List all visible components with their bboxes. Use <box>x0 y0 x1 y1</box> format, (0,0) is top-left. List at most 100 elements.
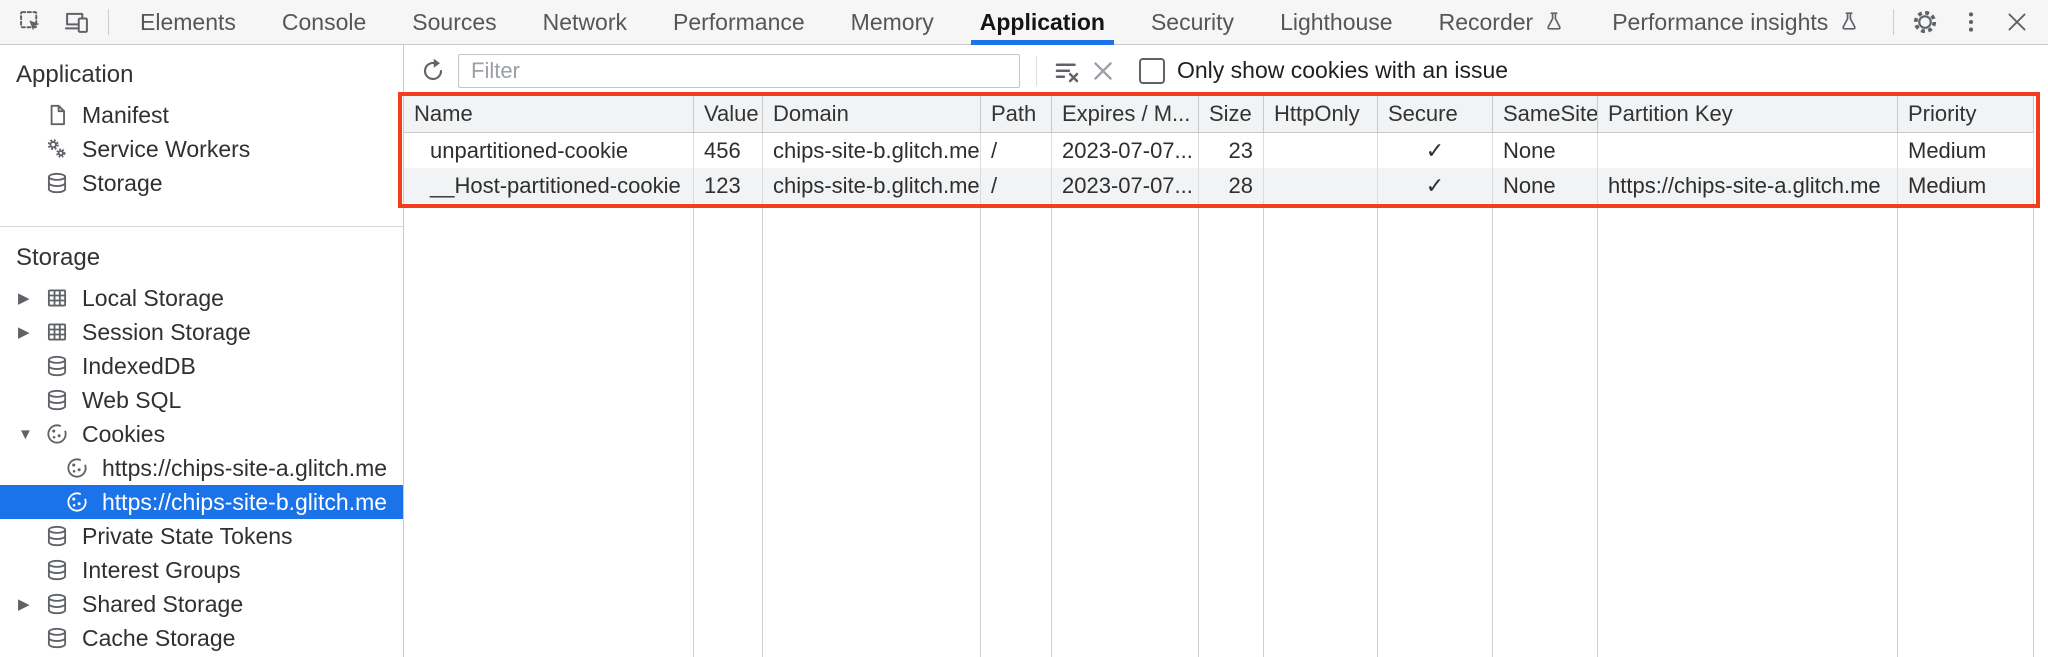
empty-grid-cell <box>763 203 981 657</box>
inspect-cursor-icon <box>20 11 40 31</box>
tab-performance[interactable]: Performance <box>650 0 828 45</box>
database-icon <box>44 625 70 651</box>
sidebar-item-indexeddb[interactable]: IndexedDB <box>0 349 403 383</box>
tab-application[interactable]: Application <box>957 0 1128 45</box>
sidebar-item-cache-storage[interactable]: Cache Storage <box>0 621 403 655</box>
section-title-application: Application <box>16 61 134 88</box>
clear-filter-button[interactable] <box>1049 53 1085 89</box>
toolbar-divider <box>108 9 109 35</box>
sidebar-item-label: Private State Tokens <box>82 522 293 549</box>
chevron-right-icon[interactable]: ▶ <box>18 290 30 307</box>
chevron-right-icon[interactable]: ▶ <box>18 324 30 341</box>
sidebar-item-label: Shared Storage <box>82 590 244 617</box>
sidebar-section-storage: Storage ▶ Local Storage ▶ Session Storag… <box>0 226 403 655</box>
database-icon <box>44 557 70 583</box>
tab-label: Elements <box>140 8 236 35</box>
sidebar-item-manifest[interactable]: Manifest <box>0 98 403 132</box>
empty-grid-cell <box>981 203 1052 657</box>
tab-label: Lighthouse <box>1280 8 1393 35</box>
sidebar-section-application: Application Manifest <box>0 45 403 200</box>
section-title-storage: Storage <box>16 244 101 271</box>
tab-security[interactable]: Security <box>1128 0 1257 45</box>
document-icon <box>44 102 70 128</box>
column-header-httponly[interactable]: HttpOnly <box>1264 96 1378 133</box>
empty-grid-cell <box>1052 203 1199 657</box>
kebab-menu-icon <box>1968 12 1974 32</box>
sidebar-item-storage[interactable]: Storage <box>0 166 403 200</box>
column-header-priority[interactable]: Priority <box>1898 96 2034 133</box>
sidebar-item-label: Web SQL <box>82 386 182 413</box>
tab-memory[interactable]: Memory <box>828 0 957 45</box>
sidebar-item-label: https://chips-site-a.glitch.me <box>102 454 388 481</box>
cell-secure-checkmark: ✓ <box>1378 168 1493 203</box>
sidebar-item-web-sql[interactable]: Web SQL <box>0 383 403 417</box>
cell-httponly <box>1264 133 1378 168</box>
tab-recorder[interactable]: Recorder <box>1416 0 1590 45</box>
only-issue-cookies-label[interactable]: Only show cookies with an issue <box>1177 57 1509 83</box>
refresh-button[interactable] <box>412 52 454 90</box>
settings-button[interactable] <box>1902 4 1948 40</box>
toolbar-divider <box>1036 55 1037 86</box>
column-header-samesite[interactable]: SameSite <box>1493 96 1598 133</box>
sidebar-item-label: Cache Storage <box>82 624 236 651</box>
column-header-path[interactable]: Path <box>981 96 1052 133</box>
tab-lighthouse[interactable]: Lighthouse <box>1257 0 1416 45</box>
database-icon <box>44 523 70 549</box>
toolbar-divider <box>1893 9 1894 35</box>
column-header-domain[interactable]: Domain <box>763 96 981 133</box>
cookie-icon <box>44 421 70 447</box>
panel-tabs: Elements Console Sources Network Perform… <box>117 0 1884 45</box>
tab-console[interactable]: Console <box>259 0 389 45</box>
gear-icon <box>1913 10 1937 34</box>
sidebar-item-private-state-tokens[interactable]: Private State Tokens <box>0 519 403 553</box>
sidebar-item-shared-storage[interactable]: ▶ Shared Storage <box>0 587 403 621</box>
column-header-value[interactable]: Value <box>694 96 763 133</box>
empty-grid-cell <box>1898 203 2034 657</box>
sidebar-item-cookie-origin-a[interactable]: https://chips-site-a.glitch.me <box>0 451 403 485</box>
more-options-button[interactable] <box>1948 4 1994 40</box>
tab-network[interactable]: Network <box>520 0 650 45</box>
cell-domain: chips-site-b.glitch.me <box>763 133 981 168</box>
empty-grid-cell <box>1598 203 1898 657</box>
cookies-table: Name Value Domain Path Expires / M... Si… <box>404 96 2034 657</box>
column-header-partition-key[interactable]: Partition Key <box>1598 96 1898 133</box>
sidebar-item-label: https://chips-site-b.glitch.me <box>102 488 388 515</box>
sidebar-item-service-workers[interactable]: Service Workers <box>0 132 403 166</box>
empty-grid-cell <box>1493 203 1598 657</box>
sidebar-item-session-storage[interactable]: ▶ Session Storage <box>0 315 403 349</box>
tab-performance-insights[interactable]: Performance insights <box>1589 0 1884 45</box>
delete-all-cookies-button[interactable] <box>1085 53 1121 89</box>
close-devtools-button[interactable] <box>1994 4 2040 40</box>
sidebar-item-label: Local Storage <box>82 284 224 311</box>
inspect-element-button[interactable] <box>8 4 54 40</box>
tab-sources[interactable]: Sources <box>389 0 519 45</box>
cell-name: __Host-partitioned-cookie <box>404 168 694 203</box>
sidebar-item-label: Session Storage <box>82 318 251 345</box>
cell-expires: 2023-07-07... <box>1052 168 1199 203</box>
database-icon <box>44 591 70 617</box>
cell-size: 28 <box>1199 168 1264 203</box>
column-header-expires[interactable]: Expires / M... <box>1052 96 1199 133</box>
tab-elements[interactable]: Elements <box>117 0 259 45</box>
toggle-device-toolbar-button[interactable] <box>54 4 100 40</box>
cell-path: / <box>981 133 1052 168</box>
only-issue-cookies-checkbox[interactable] <box>1139 57 1165 84</box>
chevron-down-icon[interactable]: ▼ <box>18 425 33 443</box>
cell-partition-key <box>1598 133 1898 168</box>
sidebar-item-local-storage[interactable]: ▶ Local Storage <box>0 281 403 315</box>
cell-value: 456 <box>694 133 763 168</box>
application-panel: Application Manifest <box>0 45 2048 657</box>
sidebar-item-interest-groups[interactable]: Interest Groups <box>0 553 403 587</box>
close-icon <box>2008 13 2026 31</box>
chevron-right-icon[interactable]: ▶ <box>18 596 30 613</box>
sidebar-item-cookies[interactable]: ▼ Cookies <box>0 417 403 451</box>
cookie-filter-input[interactable] <box>458 53 1020 88</box>
column-header-name[interactable]: Name <box>404 96 694 133</box>
tab-label: Performance insights <box>1612 8 1829 35</box>
database-icon <box>44 170 70 196</box>
column-header-secure[interactable]: Secure <box>1378 96 1493 133</box>
devtools-tabbar: Elements Console Sources Network Perform… <box>0 0 2048 45</box>
sidebar-item-cookie-origin-b-selected[interactable]: https://chips-site-b.glitch.me <box>0 485 403 519</box>
column-header-size[interactable]: Size <box>1199 96 1264 133</box>
